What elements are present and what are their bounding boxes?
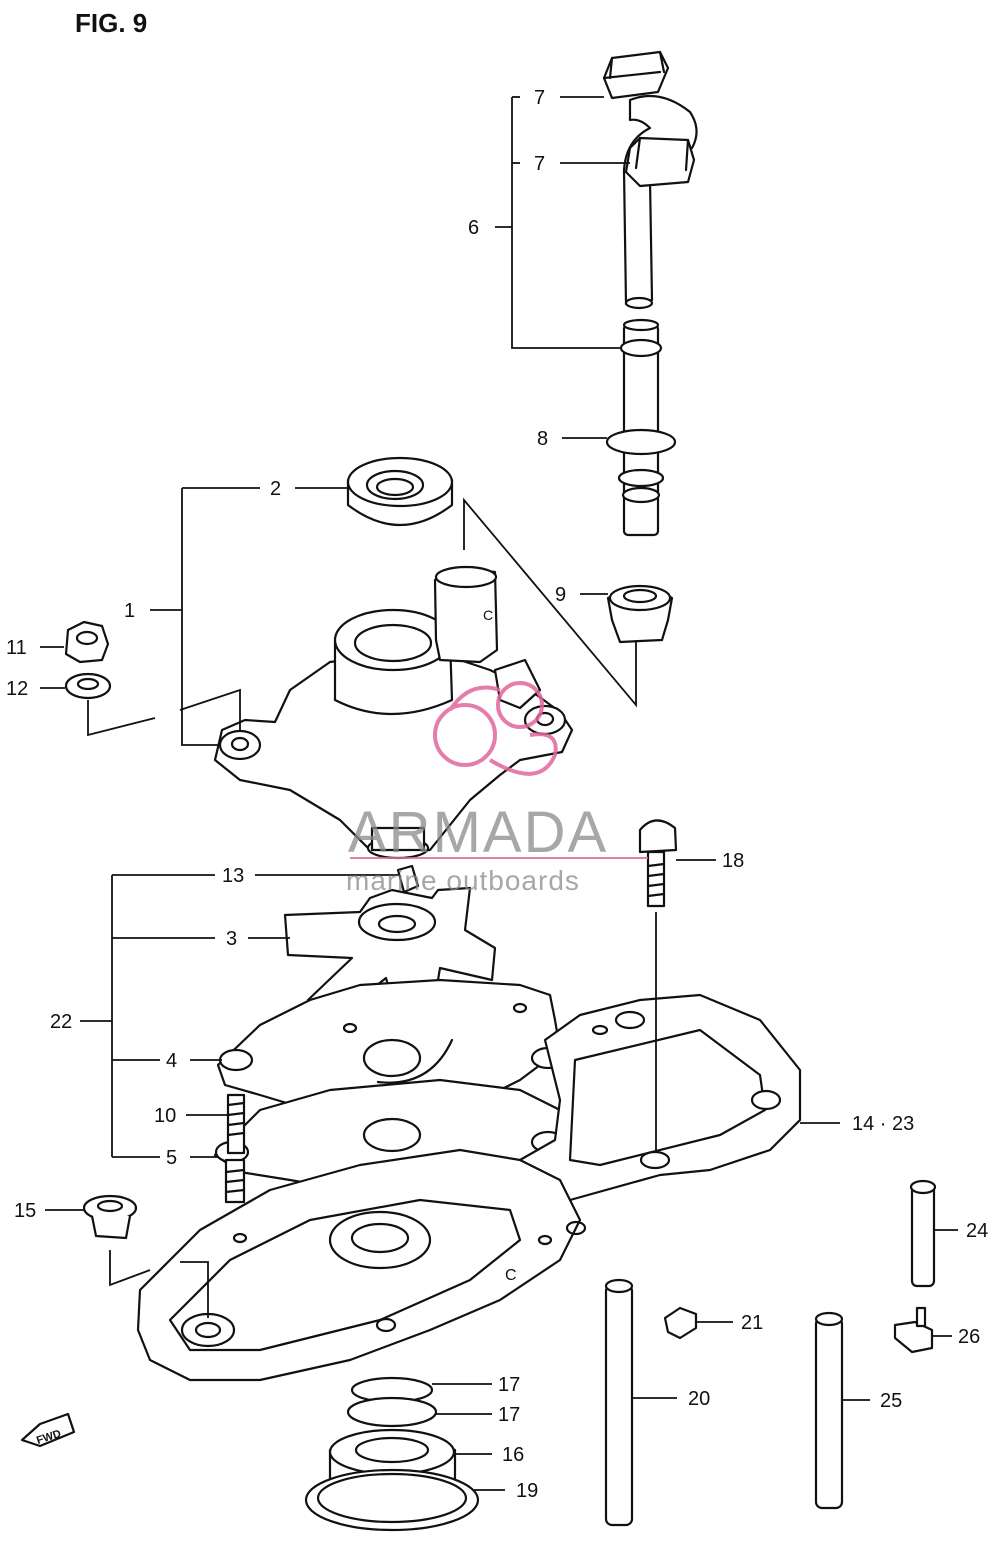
part-25-pin [814, 1311, 844, 1510]
armada-watermark: ARMADA marine outboards [346, 681, 648, 896]
part-14-23-gasket-plate [518, 993, 802, 1202]
part-6-water-hose [622, 94, 698, 310]
part-24-pin [909, 1179, 937, 1288]
part-13-key [396, 864, 420, 894]
callout-2: 2 [270, 478, 281, 500]
callout-1: 1 [124, 600, 135, 622]
callout-26: 26 [958, 1326, 980, 1348]
part-17-ring-lower [346, 1396, 438, 1428]
part-18-bolt [638, 819, 678, 908]
callout-16: 16 [502, 1444, 524, 1466]
part-12-washer [64, 672, 112, 700]
callout-24: 24 [966, 1220, 988, 1242]
callout-6: 6 [468, 217, 479, 239]
callout-17-upper: 17 [498, 1374, 520, 1396]
callout-11: 11 [6, 637, 27, 659]
watermark-logo-mark [433, 681, 558, 776]
part-20-pin [604, 1278, 634, 1527]
callout-5: 5 [166, 1147, 177, 1169]
callout-7-lower: 7 [534, 153, 545, 175]
callout-4: 4 [166, 1050, 177, 1072]
lower-mount-plate: C [136, 1148, 587, 1382]
part-11-nut [64, 620, 110, 664]
callout-21: 21 [741, 1312, 763, 1334]
callout-17-lower: 17 [498, 1404, 520, 1426]
callout-8: 8 [537, 428, 548, 450]
callout-19: 19 [516, 1480, 538, 1502]
callout-20: 20 [688, 1388, 710, 1410]
part-15-grommet [82, 1194, 138, 1240]
part-1-pump-case: C [213, 565, 574, 860]
part-26-fitting [893, 1306, 934, 1354]
callout-9: 9 [555, 584, 566, 606]
part-7-grommet-upper [602, 50, 670, 100]
callout-25: 25 [880, 1390, 902, 1412]
part-21-plug [663, 1306, 698, 1340]
watermark-tagline: marine outboards [346, 865, 580, 896]
callout-7-upper: 7 [534, 87, 545, 109]
part-7-grommet-lower [624, 136, 696, 188]
part-10-stud-bolt [224, 1093, 246, 1204]
callout-13: 13 [222, 865, 244, 887]
callout-3: 3 [226, 928, 237, 950]
fwd-arrow-badge: FWD [20, 1412, 76, 1448]
callout-10: 10 [154, 1105, 176, 1127]
part-2-oil-seal [346, 456, 454, 527]
callout-12: 12 [6, 678, 28, 700]
svg-text:C: C [505, 1267, 517, 1284]
svg-text:C: C [483, 607, 493, 623]
callout-15: 15 [14, 1200, 36, 1222]
part-19-o-ring [304, 1468, 480, 1532]
callout-14-23: 14 · 23 [852, 1113, 914, 1135]
figure-title: FIG. 9 [75, 8, 147, 38]
watermark-brand: ARMADA [348, 800, 608, 865]
part-8-water-tube [605, 318, 677, 537]
part-9-grommet [606, 584, 674, 644]
leader-lines [40, 96, 958, 1491]
callout-18: 18 [722, 850, 744, 872]
callout-22: 22 [50, 1011, 72, 1033]
